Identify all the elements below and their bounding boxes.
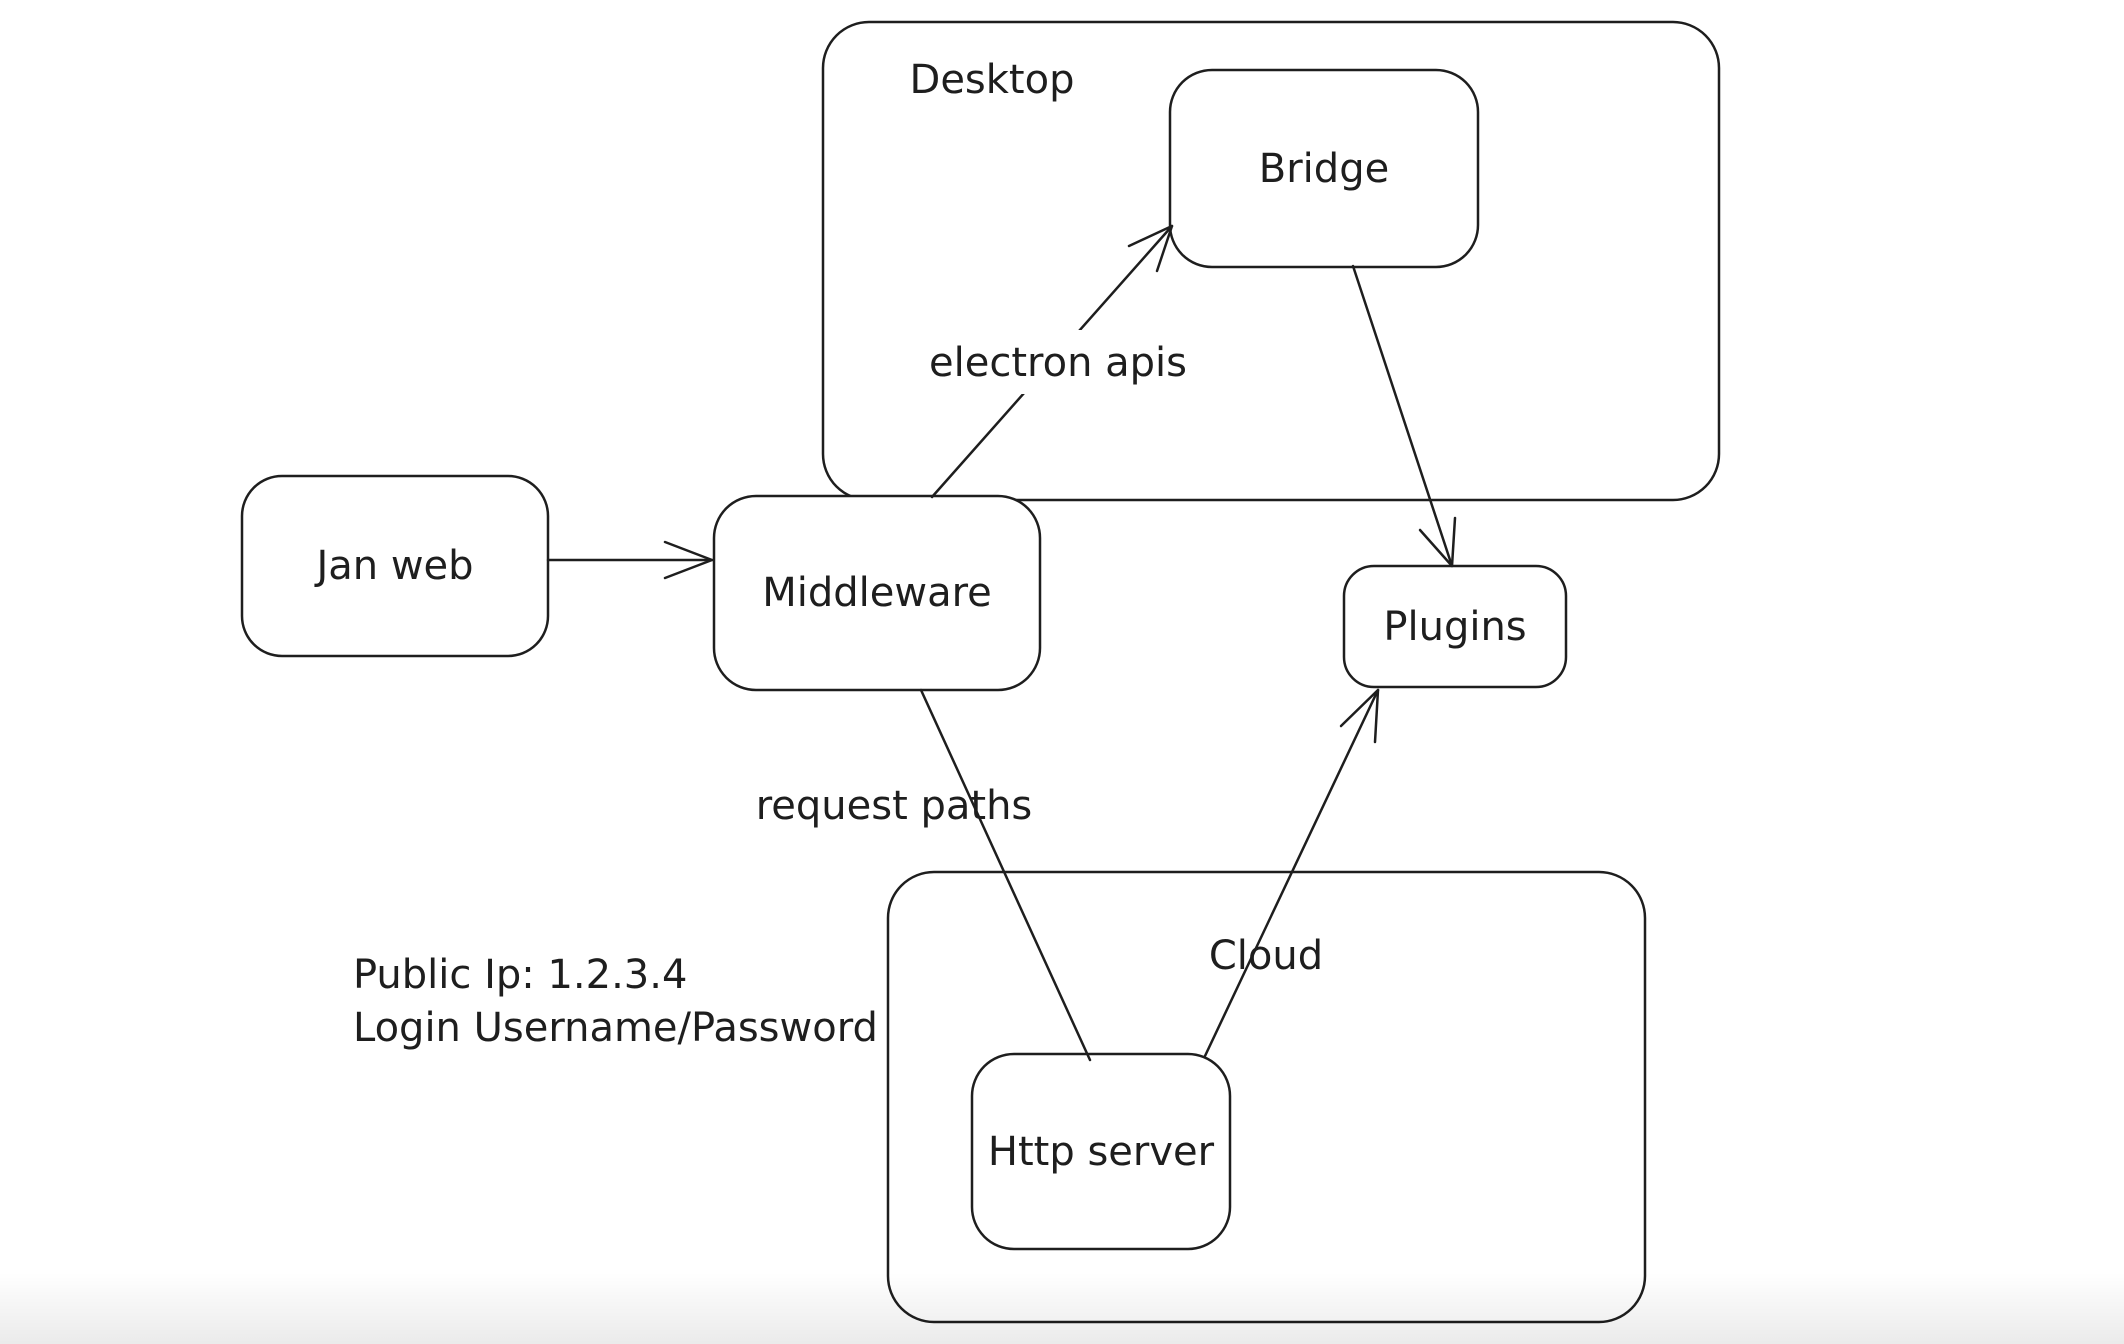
arrowhead-middleware	[663, 540, 714, 580]
request-paths-edge-label: request paths	[756, 783, 1033, 829]
arrowhead-plugins-bottom	[1339, 688, 1380, 744]
node-plugins	[1342, 564, 1568, 689]
edge-httpserver-to-plugins	[1203, 688, 1380, 1058]
arrowhead-bridge	[1127, 224, 1174, 273]
edge-bridge-to-plugins	[1351, 264, 1454, 568]
node-http-server	[970, 1052, 1232, 1251]
middleware-label: Middleware	[762, 570, 992, 616]
plugins-label: Plugins	[1383, 604, 1526, 650]
node-bridge	[1168, 68, 1480, 269]
electron-apis-label-background	[918, 330, 1206, 394]
arrowhead-plugins-top	[1418, 516, 1457, 568]
cloud-label: Cloud	[1209, 933, 1323, 979]
node-middleware	[712, 494, 1042, 692]
edge-middleware-to-httpserver	[919, 688, 1092, 1062]
node-jan-web	[240, 474, 550, 658]
jan-web-label: Jan web	[313, 543, 473, 589]
desktop-label: Desktop	[910, 57, 1075, 103]
annotation-login: Login Username/Password	[353, 1005, 878, 1051]
http-server-label: Http server	[988, 1129, 1215, 1175]
electron-apis-edge-label: electron apis	[929, 340, 1187, 386]
annotation-public-ip: Public Ip: 1.2.3.4	[353, 952, 687, 998]
bottom-fade	[0, 1272, 2124, 1344]
bridge-label: Bridge	[1259, 146, 1389, 192]
